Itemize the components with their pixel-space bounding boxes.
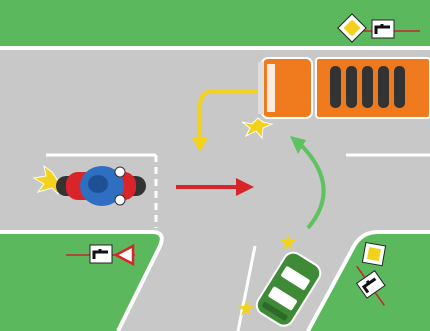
side-road-edge-line xyxy=(236,245,257,331)
yellow-arrow xyxy=(198,89,258,142)
truck-turn-signal xyxy=(241,117,274,140)
car-icon xyxy=(255,251,322,327)
car-indicator-rear xyxy=(238,300,254,316)
priority-road-sign-icon-side xyxy=(355,241,387,306)
give-way-sign-icon xyxy=(66,243,135,267)
truck-cargo-bars xyxy=(330,66,405,108)
curb-bottom-left xyxy=(0,230,164,331)
side-road-priority-plate-icon xyxy=(371,19,395,39)
car-indicator-front xyxy=(280,234,296,250)
green-arrow xyxy=(300,144,326,230)
curb-top xyxy=(0,46,430,50)
truck-icon xyxy=(258,57,430,119)
grass-top xyxy=(0,0,430,46)
motorcycle-icon xyxy=(32,164,146,206)
curb-bottom-right xyxy=(306,230,430,331)
